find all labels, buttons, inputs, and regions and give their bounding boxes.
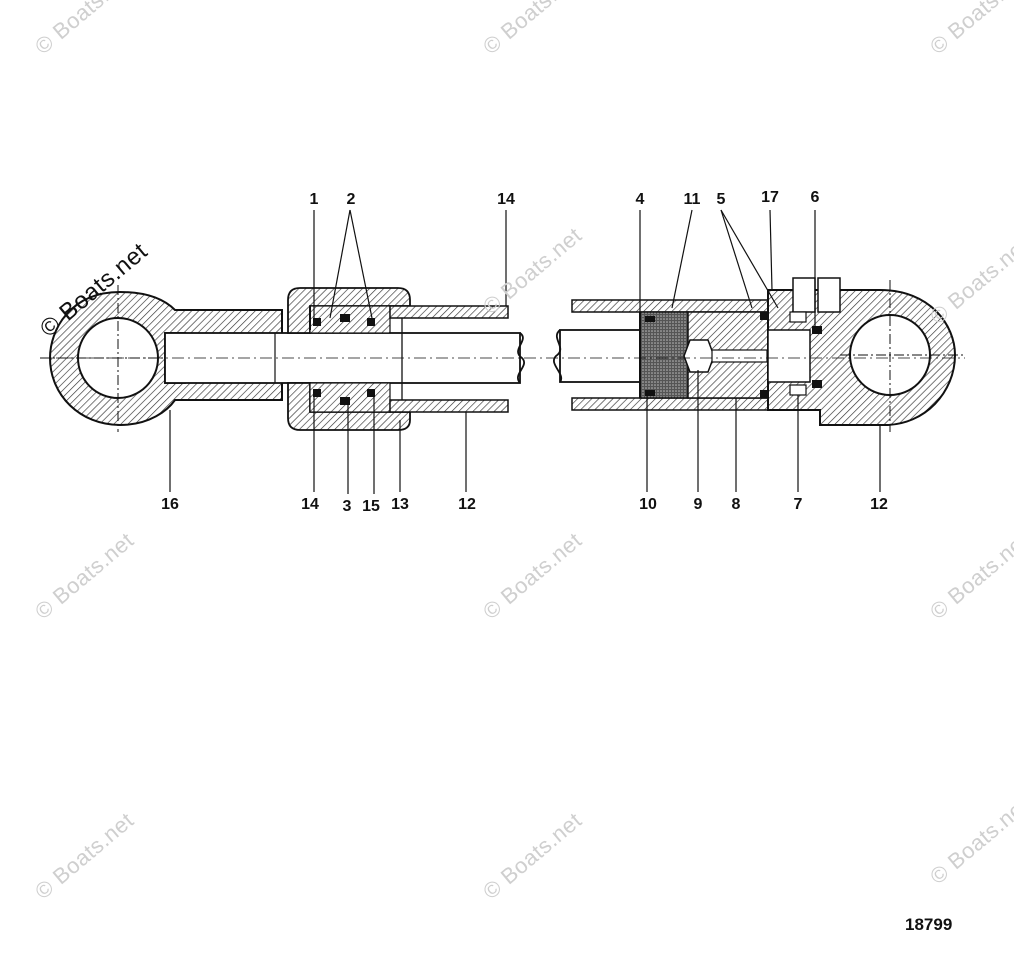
- left-gland-housing: [287, 287, 411, 431]
- figure-number: 18799: [905, 915, 953, 934]
- piston-assembly: [639, 311, 769, 399]
- callout-12-left: 12: [458, 496, 476, 513]
- callout-3: 3: [342, 498, 352, 515]
- callout-14-top: 14: [497, 191, 515, 208]
- callout-14-bottom: 14: [301, 496, 319, 513]
- callout-12-right: 12: [870, 496, 888, 513]
- callout-5: 5: [716, 191, 726, 208]
- callout-11: 11: [683, 191, 701, 208]
- left-cylinder-barrel: [389, 305, 509, 413]
- callout-17: 17: [761, 189, 779, 206]
- callout-2: 2: [346, 191, 356, 208]
- callout-6: 6: [810, 189, 820, 206]
- callout-15: 15: [362, 498, 380, 515]
- callout-9: 9: [693, 496, 703, 513]
- piston-rod-right: [553, 329, 641, 383]
- callout-8: 8: [731, 496, 741, 513]
- callout-1: 1: [309, 191, 319, 208]
- callout-13: 13: [391, 496, 409, 513]
- callout-16: 16: [161, 496, 179, 513]
- leader-lines: [169, 209, 881, 494]
- callout-10: 10: [639, 496, 657, 513]
- callout-4: 4: [635, 191, 645, 208]
- callout-7: 7: [793, 496, 803, 513]
